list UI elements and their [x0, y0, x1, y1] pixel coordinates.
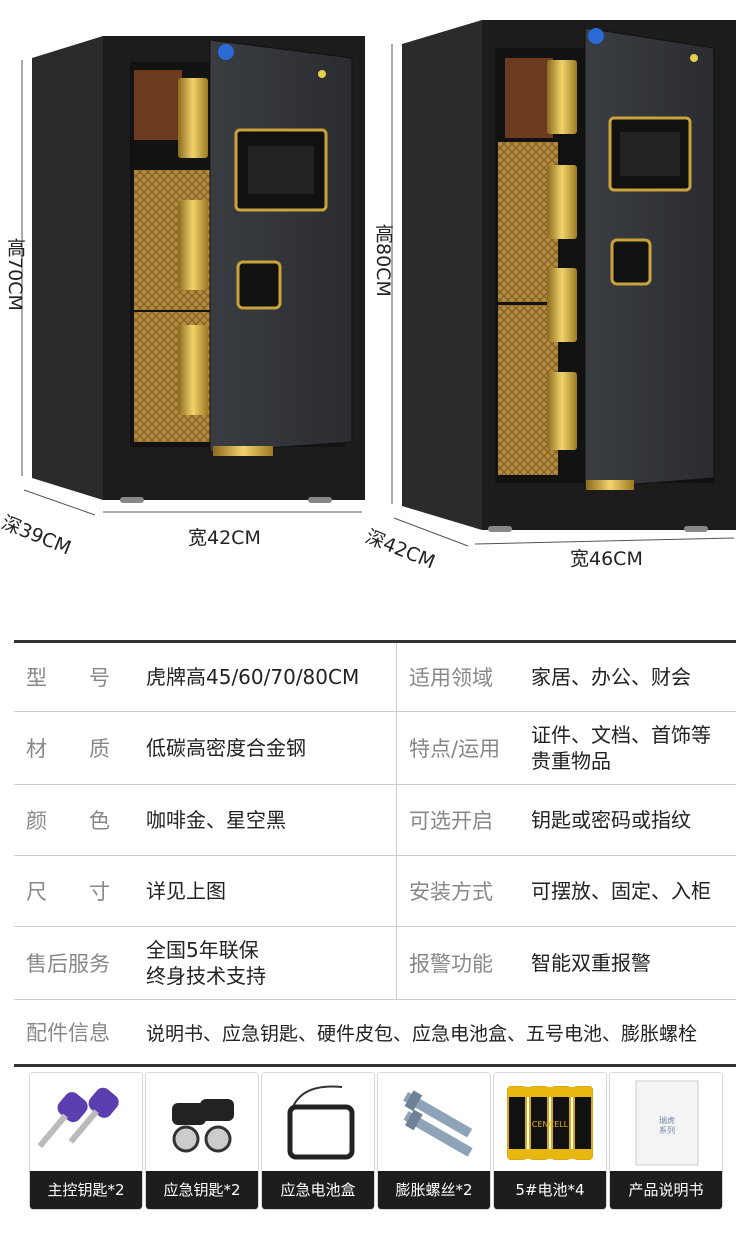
- spec-value-line: 证件、文档、首饰等: [531, 723, 711, 747]
- spec-row-model: 型 号 虎牌高45/60/70/80CM 适用领域 家居、办公、财会: [14, 643, 736, 712]
- safe2-width-label: 宽46CM: [570, 548, 643, 570]
- spec-value: 说明书、应急钥匙、硬件皮包、应急电池盒、五号电池、膨胀螺栓: [146, 1022, 698, 1045]
- spec-table: 型 号 虎牌高45/60/70/80CM 适用领域 家居、办公、财会 材 质 低…: [14, 640, 736, 1067]
- spec-value: 低碳高密度合金钢: [146, 736, 306, 760]
- spec-value: 证件、文档、首饰等 贵重物品: [527, 712, 736, 784]
- accessory-emergency-key: 应急钥匙*2: [145, 1072, 259, 1210]
- spec-key: 特点/运用: [409, 737, 501, 761]
- spec-row-material: 材 质 低碳高密度合金钢 特点/运用 证件、文档、首饰等 贵重物品: [14, 712, 736, 785]
- accessory-batteries: CENCELL 5#电池*4: [493, 1072, 607, 1210]
- spec-key: 报警功能: [409, 952, 493, 976]
- accessory-expansion-bolt: 膨胀螺丝*2: [377, 1072, 491, 1210]
- spec-value: 智能双重报警: [531, 951, 651, 975]
- safe1-width-label: 宽42CM: [188, 527, 261, 549]
- spec-value: 家居、办公、财会: [531, 665, 691, 689]
- safe2-height-label: 高80CM: [372, 224, 394, 297]
- accessory-manual: 瑞虎 系列 产品说明书: [609, 1072, 723, 1210]
- battery-brand-text: CENCELL: [532, 1120, 569, 1129]
- spec-value-line: 终身技术支持: [146, 964, 266, 988]
- spec-key: 适用领域: [409, 666, 493, 690]
- spec-row-service: 售后服务 全国5年联保 终身技术支持 报警功能 智能双重报警: [14, 927, 736, 1000]
- spec-key: 型 号: [26, 666, 110, 690]
- battery-icon: CENCELL: [494, 1073, 606, 1171]
- spec-row-size: 尺 寸 详见上图 安装方式 可摆放、固定、入柜: [14, 856, 736, 927]
- accessory-label: 产品说明书: [610, 1171, 722, 1209]
- spec-row-accessories: 配件信息 说明书、应急钥匙、硬件皮包、应急电池盒、五号电池、膨胀螺栓: [14, 1000, 736, 1067]
- spec-value-line: 全国5年联保: [146, 938, 259, 962]
- spec-key: 配件信息: [26, 1021, 110, 1045]
- manual-text: 系列: [659, 1125, 675, 1135]
- spec-value: 全国5年联保 终身技术支持: [146, 927, 396, 999]
- spec-key: 尺 寸: [26, 880, 110, 904]
- spec-value: 可摆放、固定、入柜: [531, 879, 711, 903]
- safes-illustration: [21, 20, 736, 547]
- spec-key: 可选开启: [409, 809, 493, 833]
- spec-value: 详见上图: [146, 879, 226, 903]
- spec-value-line: 贵重物品: [531, 749, 611, 773]
- master-key-icon: [30, 1073, 142, 1171]
- spec-key: 颜 色: [26, 809, 110, 833]
- accessory-label: 应急钥匙*2: [146, 1171, 258, 1209]
- safe1-height-label: 高70CM: [4, 238, 26, 311]
- battery-box-icon: [262, 1073, 374, 1171]
- manual-icon: 瑞虎 系列: [610, 1073, 722, 1171]
- expansion-bolt-icon: [378, 1073, 490, 1171]
- safe-80cm: [391, 20, 736, 547]
- accessory-battery-box: 应急电池盒: [261, 1072, 375, 1210]
- spec-key: 售后服务: [26, 952, 110, 976]
- safe-70cm: [21, 36, 365, 516]
- accessory-master-key: 主控钥匙*2: [29, 1072, 143, 1210]
- accessory-label: 膨胀螺丝*2: [378, 1171, 490, 1209]
- emergency-key-icon: [146, 1073, 258, 1171]
- spec-value: 咖啡金、星空黑: [146, 808, 286, 832]
- spec-key: 材 质: [26, 737, 110, 761]
- product-illustration: 高70CM 深39CM 宽42CM 高80CM 深42CM 宽46CM: [0, 0, 750, 620]
- spec-row-color: 颜 色 咖啡金、星空黑 可选开启 钥匙或密码或指纹: [14, 785, 736, 856]
- manual-text: 瑞虎: [659, 1115, 675, 1125]
- spec-key: 安装方式: [409, 880, 493, 904]
- accessory-label: 应急电池盒: [262, 1171, 374, 1209]
- spec-value: 钥匙或密码或指纹: [531, 808, 691, 832]
- spec-value: 虎牌高45/60/70/80CM: [146, 665, 360, 689]
- accessory-label: 5#电池*4: [494, 1171, 606, 1209]
- accessory-label: 主控钥匙*2: [30, 1171, 142, 1209]
